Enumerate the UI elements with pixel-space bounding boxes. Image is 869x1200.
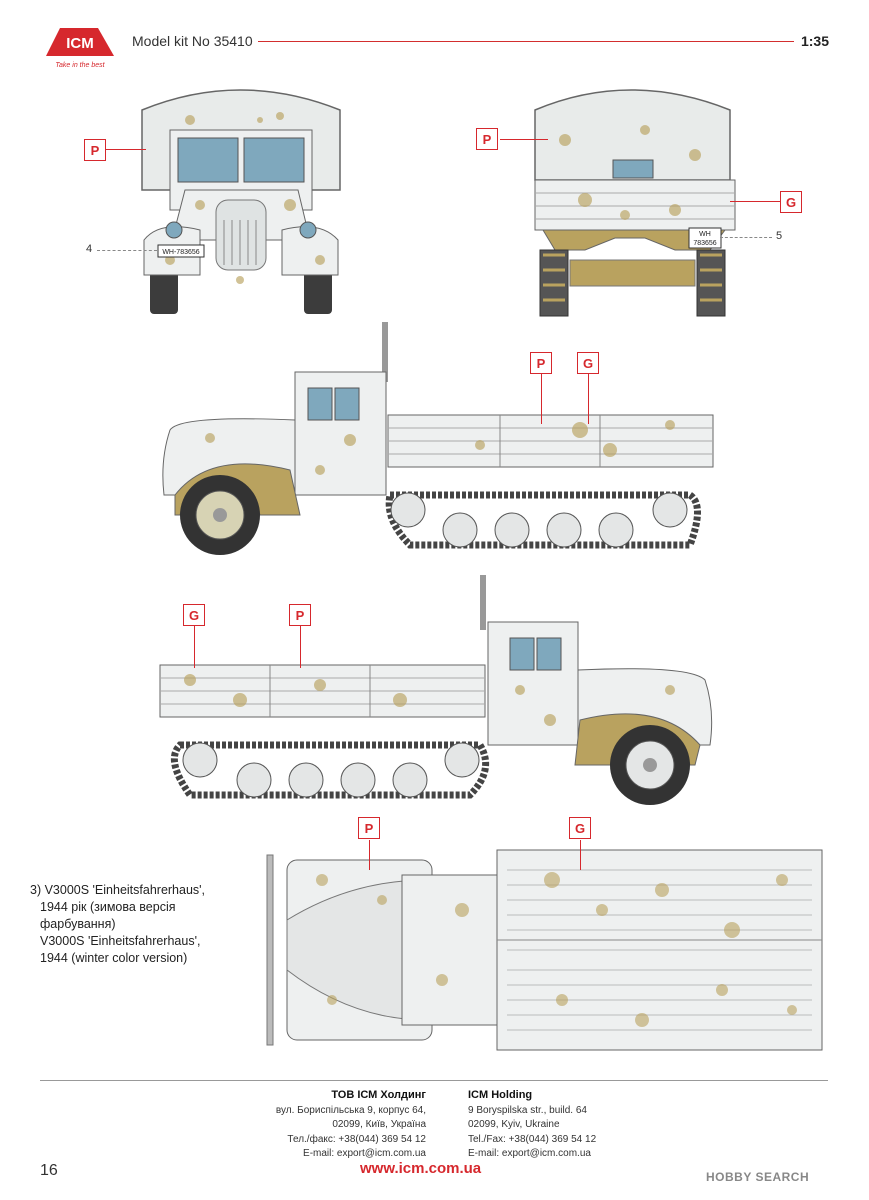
rear-plate-top: WH	[699, 231, 711, 238]
ref-number-4: 4	[86, 243, 93, 255]
address-ua-phone: Тел./факс: +38(044) 369 54 12	[287, 1133, 426, 1145]
address-ua-email: E-mail: export@icm.com.ua	[303, 1148, 426, 1159]
website-link[interactable]: www.icm.com.ua	[360, 1160, 482, 1177]
address-ua-line: 02099, Київ, Україна	[332, 1119, 426, 1130]
left-side-view-drawing	[162, 322, 714, 555]
address-en-email: E-mail: export@icm.com.ua	[468, 1148, 591, 1159]
callout-leader	[300, 626, 301, 668]
ref-number-5: 5	[776, 230, 783, 242]
page-number: 16	[40, 1162, 58, 1179]
rear-view-drawing: WH 783656	[534, 89, 736, 317]
footer-rule	[40, 1080, 828, 1081]
address-en-line: 02099, Kyiv, Ukraine	[468, 1119, 560, 1130]
rear-plate-bottom: 783656	[693, 240, 716, 247]
watermark: HOBBY SEARCH	[706, 1170, 810, 1184]
callout-p-side-right: P	[289, 604, 311, 626]
callout-g-rear: G	[780, 191, 802, 213]
logo-tagline: Take in the best	[55, 62, 105, 69]
callout-leader	[194, 626, 195, 668]
top-view-drawing	[266, 849, 823, 1051]
callout-g-side-right: G	[183, 604, 205, 626]
callout-leader	[106, 149, 146, 150]
logo-text: ICM	[66, 35, 94, 52]
callout-leader	[369, 840, 370, 870]
caption-line: фарбування)	[40, 917, 116, 931]
ref-leader-5	[720, 237, 772, 238]
callout-leader	[730, 201, 780, 202]
caption-line: 1944 (winter color version)	[40, 951, 188, 965]
callout-g-side-left: G	[577, 352, 599, 374]
caption-line: 1944 рік (зимова версія	[40, 900, 176, 914]
callout-leader	[580, 840, 581, 870]
callout-p-side-left: P	[530, 352, 552, 374]
callout-leader	[541, 374, 542, 424]
caption-line: 3) V3000S 'Einheitsfahrerhaus',	[30, 883, 206, 897]
callout-p-front: P	[84, 139, 106, 161]
callout-leader	[500, 139, 548, 140]
right-side-view-drawing	[159, 575, 713, 805]
ref-leader-4	[97, 250, 157, 251]
address-en: ICM Holding 9 Boryspilska str., build. 6…	[468, 1088, 668, 1162]
callout-g-top: G	[569, 817, 591, 839]
callout-leader	[588, 374, 589, 424]
address-ua-line: вул. Бориспільська 9, корпус 64,	[275, 1104, 426, 1116]
callout-p-rear: P	[476, 128, 498, 150]
scale-label: 1:35	[800, 33, 829, 49]
variant-caption: 3) V3000S 'Einheitsfahrerhaus', 1944 рік…	[30, 882, 240, 967]
address-en-line: 9 Boryspilska str., build. 64	[468, 1104, 587, 1116]
header-rule	[258, 41, 794, 42]
address-ua: ТОВ ІСМ Холдинг вул. Бориспільська 9, ко…	[240, 1088, 426, 1162]
address-en-title: ICM Holding	[468, 1089, 533, 1101]
caption-line: V3000S 'Einheitsfahrerhaus',	[40, 934, 201, 948]
callout-p-top: P	[358, 817, 380, 839]
icm-logo: ICM Take in the best	[40, 22, 120, 70]
address-ua-title: ТОВ ІСМ Холдинг	[331, 1089, 426, 1101]
address-en-phone: Tel./Fax: +38(044) 369 54 12	[468, 1133, 597, 1145]
front-plate: WH-783656	[162, 249, 199, 256]
model-kit-label: Model kit No 35410	[132, 33, 253, 49]
front-view-drawing: WH-783656	[141, 89, 341, 314]
